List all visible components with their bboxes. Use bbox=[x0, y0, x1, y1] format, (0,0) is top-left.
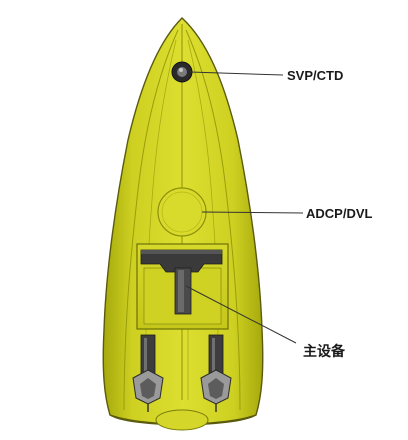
right-shaft-housing bbox=[208, 334, 224, 376]
main-equipment-bay bbox=[136, 243, 229, 330]
equipment-top-bar-shade bbox=[141, 250, 222, 254]
adcp-dvl-circle bbox=[157, 187, 207, 237]
left-propeller-hub bbox=[140, 378, 156, 399]
callout-leaders bbox=[185, 71, 304, 344]
main-equipment-leader bbox=[185, 285, 297, 344]
svp-ctd-highlight bbox=[179, 68, 183, 72]
left-propulsion-unit bbox=[132, 334, 164, 412]
main-equipment-label: 主设备 bbox=[303, 343, 346, 359]
hull-chine-left bbox=[123, 29, 179, 411]
svp-ctd-sensor bbox=[171, 61, 193, 83]
equipment-top-bar bbox=[140, 249, 223, 273]
left-shaft-detail bbox=[144, 338, 147, 372]
left-shaft-housing bbox=[140, 334, 156, 376]
right-shaft-detail bbox=[212, 338, 215, 372]
right-propulsion-unit bbox=[200, 334, 232, 412]
equipment-mast-face bbox=[178, 270, 184, 312]
adcp-dvl-well bbox=[157, 187, 207, 237]
adcp-dvl-leader bbox=[201, 211, 304, 214]
svp-ctd-label: SVP/CTD bbox=[287, 68, 343, 83]
stern-fairing bbox=[155, 409, 209, 431]
adcp-dvl-label: ADCP/DVL bbox=[306, 206, 373, 221]
svp-ctd-leader bbox=[189, 71, 284, 76]
right-propeller-hub bbox=[208, 378, 224, 399]
hull-chine-right bbox=[185, 29, 241, 411]
